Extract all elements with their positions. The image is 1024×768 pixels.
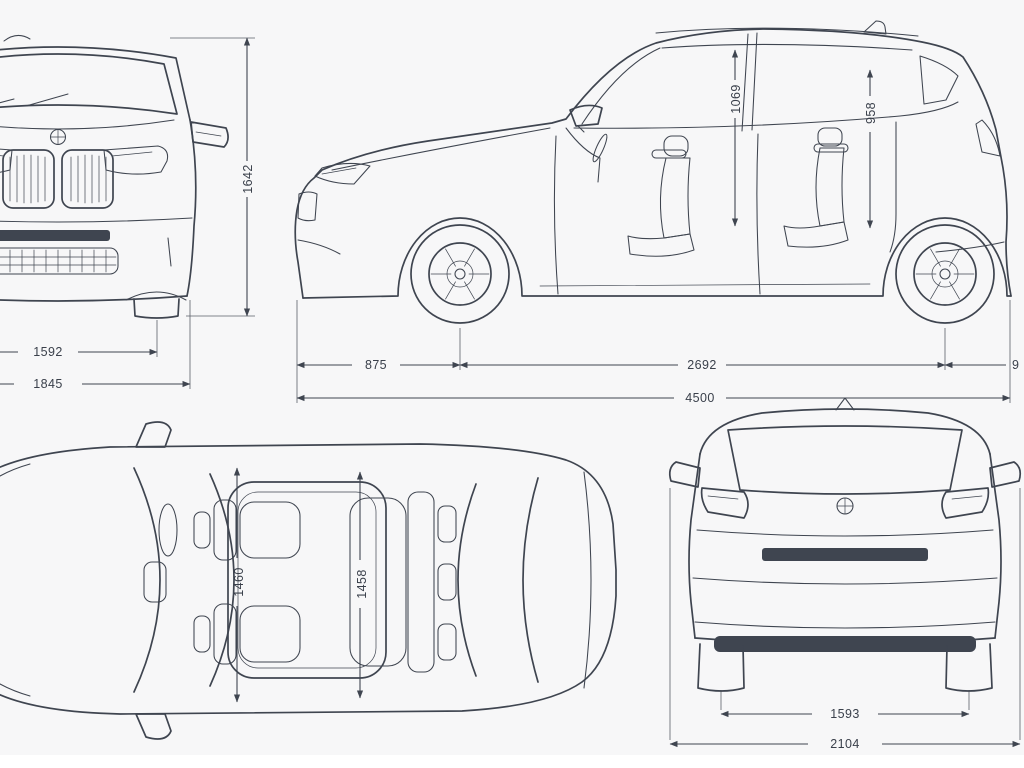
- windshield-base: [133, 467, 161, 693]
- dim-rear-track-label: 1593: [830, 707, 859, 721]
- rear-mirrors: [668, 461, 1022, 488]
- side-body-outline: [294, 20, 1012, 299]
- diffuser-band: [714, 636, 976, 652]
- dim-wheelbase-label: 2692: [687, 358, 716, 372]
- door-handle-front: [651, 149, 687, 159]
- roof-antenna: [3, 34, 31, 42]
- side-doors: [539, 121, 897, 295]
- tailgate-edge: [583, 471, 592, 689]
- rear-window-base: [522, 477, 539, 683]
- front-mirrors: [190, 121, 229, 148]
- sensor-strip: [0, 230, 110, 241]
- rear-cushion: [783, 221, 849, 248]
- rear-roundel-icon: [836, 497, 854, 515]
- rear-headrest: [817, 127, 843, 147]
- top-body-outline: [0, 443, 617, 715]
- side-view: 1069 958 875 2692 9 4500: [294, 20, 1019, 405]
- front-dimensions: 1642 1592 1845: [0, 37, 255, 391]
- dim-front-track-label: 1592: [33, 345, 62, 359]
- rear-wheels: [697, 643, 993, 692]
- top-interior: [143, 491, 457, 673]
- roof-rear-edge: [457, 483, 477, 677]
- dim-height-label: 1642: [241, 164, 255, 193]
- front-seatback: [659, 157, 691, 239]
- rear-bumper: [692, 529, 998, 652]
- front-body-outline: [0, 34, 197, 302]
- intake-mesh: [0, 249, 117, 273]
- rocker-line: [539, 283, 871, 287]
- side-dimensions: 1069 958 875 2692 9 4500: [296, 49, 1019, 405]
- plate-recess: [762, 548, 928, 561]
- dashboard: [565, 127, 601, 183]
- front-headrest: [663, 135, 689, 157]
- quarter-window: [919, 55, 959, 105]
- dim-rear-overhang-partial-label: 9: [1012, 358, 1019, 372]
- side-front-details: [297, 104, 1005, 255]
- lower-intake: [0, 247, 119, 275]
- side-wheels: [410, 224, 995, 324]
- b-pillar: [741, 32, 758, 132]
- dim-front-shoulder-label: 1460: [232, 567, 246, 596]
- rear-bumper-crease: [935, 241, 1005, 253]
- beltline: [573, 101, 959, 129]
- front-bumper: [0, 217, 193, 275]
- dim-front-overhang-label: 875: [365, 358, 387, 372]
- taillight-side: [975, 119, 1001, 157]
- front-wheels: [125, 291, 187, 319]
- hood-crease: [0, 119, 175, 130]
- dim-mirror-width-label: 2104: [830, 737, 859, 751]
- steering-wheel-top: [158, 503, 178, 557]
- side-mirror: [569, 104, 603, 127]
- rear-body-outline: [688, 397, 1002, 645]
- wipers: [0, 93, 69, 107]
- rear-dimensions: 1593 2104: [669, 488, 1021, 751]
- brand-roundel-icon: [49, 128, 67, 146]
- roof-rail: [655, 27, 919, 37]
- top-mirrors: [135, 421, 172, 740]
- console: [143, 561, 167, 603]
- rear-view: 1593 2104: [668, 397, 1022, 751]
- grille-side: [297, 191, 318, 222]
- steering-wheel: [592, 133, 608, 163]
- dim-width-label: 1845: [33, 377, 62, 391]
- rear-fin-antenna: [835, 397, 855, 411]
- top-view: 1460 1458: [0, 421, 617, 740]
- headlight: [314, 162, 371, 185]
- front-cushion: [627, 233, 695, 257]
- rear-window: [727, 425, 963, 495]
- rear-taillights: [700, 487, 990, 519]
- rear-bench-cushion: [349, 497, 407, 667]
- side-slots: [167, 237, 172, 267]
- fin-antenna: [863, 20, 887, 35]
- dim-rear-shoulder-label: 1458: [355, 569, 369, 598]
- dim-length-label: 4500: [685, 391, 714, 405]
- top-dimensions: 1460 1458: [232, 467, 369, 703]
- front-headlights: [0, 145, 169, 175]
- bottom-margin: [0, 755, 1024, 768]
- hood-shutline: [331, 127, 551, 171]
- side-interior: [565, 127, 849, 257]
- rear-bench-backrest: [407, 491, 435, 673]
- dim-rear-headroom-label: 958: [864, 102, 878, 124]
- door-handle-rear: [813, 143, 849, 153]
- front-view: 1642 1592 1845: [0, 34, 255, 391]
- top-glass: [133, 467, 592, 693]
- front-windshield: [0, 53, 178, 130]
- rear-seatback: [815, 147, 845, 227]
- dim-front-headroom-label: 1069: [729, 84, 743, 113]
- kidney-grille: [2, 149, 114, 209]
- panorama-roof: [227, 481, 387, 679]
- side-glasshouse: [573, 32, 959, 132]
